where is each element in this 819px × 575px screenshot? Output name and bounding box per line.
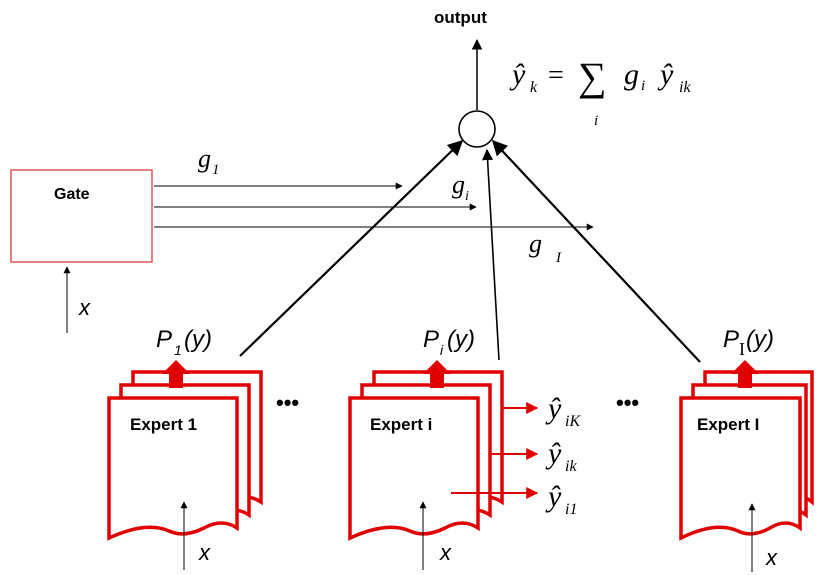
svg-text:i: i xyxy=(594,113,598,129)
expert-i-prob-arg: (y) xyxy=(447,326,475,353)
svg-text:i: i xyxy=(641,78,645,94)
svg-text:ŷ: ŷ xyxy=(509,58,526,91)
expert-i-label: Expert i xyxy=(370,415,432,434)
gate-output-gI-sub: I xyxy=(555,250,562,266)
expert-I-prob-sub: I xyxy=(739,339,745,359)
gate-input-label: x xyxy=(78,295,91,320)
expert-i-output-iK-sub: iK xyxy=(565,413,581,430)
expert-I-label: Expert I xyxy=(697,415,759,434)
expert-I xyxy=(679,370,814,541)
gate-output-g1-sub: 1 xyxy=(212,162,220,178)
expertI-to-sum-arrow xyxy=(491,139,701,363)
gate-label: Gate xyxy=(54,186,90,203)
ellipsis-left: ••• xyxy=(276,390,299,415)
expert-i-prob-sub: i xyxy=(440,342,444,358)
svg-text:g: g xyxy=(624,58,639,91)
gate-output-gi-sub: i xyxy=(465,189,469,204)
expert-1-input-label: x xyxy=(198,540,211,565)
expert-i-output-ik-label: ŷ xyxy=(545,437,562,470)
expert-1 xyxy=(107,370,263,541)
svg-text:ŷ: ŷ xyxy=(657,58,674,91)
gate-output-g1-label: g xyxy=(198,144,211,173)
expert-I-prob-arrow xyxy=(731,360,759,388)
expert-I-input-label: x xyxy=(765,545,778,570)
svg-text:k: k xyxy=(530,79,538,96)
expert-1-prob-arrow xyxy=(162,360,190,388)
expert-1-prob-arg: (y) xyxy=(184,326,212,353)
expert-i-output-ik-sub: ik xyxy=(565,458,577,475)
expert1-to-sum-arrow xyxy=(239,139,464,357)
gate-box xyxy=(10,169,153,263)
experti-to-sum-arrow xyxy=(481,148,500,361)
expert-1-prob-label: P xyxy=(156,326,172,353)
expert-i-page xyxy=(348,396,480,541)
expert-i-input-label: x xyxy=(439,540,452,565)
expert-i-output-i1-sub: i1 xyxy=(565,501,577,518)
expert-i xyxy=(348,370,504,541)
expert-I-prob-arg: (y) xyxy=(746,326,774,353)
expert-1-prob-sub: 1 xyxy=(174,342,182,358)
expert-I-prob-label: P xyxy=(723,326,739,353)
expert-1-label: Expert 1 xyxy=(130,415,197,434)
expert-I-page xyxy=(679,396,802,541)
gate-output-gI-label: g xyxy=(529,229,542,258)
summation-node xyxy=(458,110,496,148)
expert-i-prob-arrow xyxy=(423,360,451,388)
expert-i-prob-label: P xyxy=(423,326,439,353)
gate-output-gi-label: g xyxy=(452,170,465,199)
svg-text:=: = xyxy=(548,60,564,91)
output-label: output xyxy=(434,8,487,27)
combination-formula: ŷ k = ∑ i g i ŷ ik xyxy=(509,54,691,129)
svg-text:∑: ∑ xyxy=(578,54,607,99)
expert-1-page xyxy=(107,396,239,541)
expert-i-output-iK-label: ŷ xyxy=(545,392,562,425)
expert-i-output-i1-label: ŷ xyxy=(545,480,562,513)
ellipsis-right: ••• xyxy=(616,390,639,415)
svg-text:ik: ik xyxy=(679,79,691,96)
